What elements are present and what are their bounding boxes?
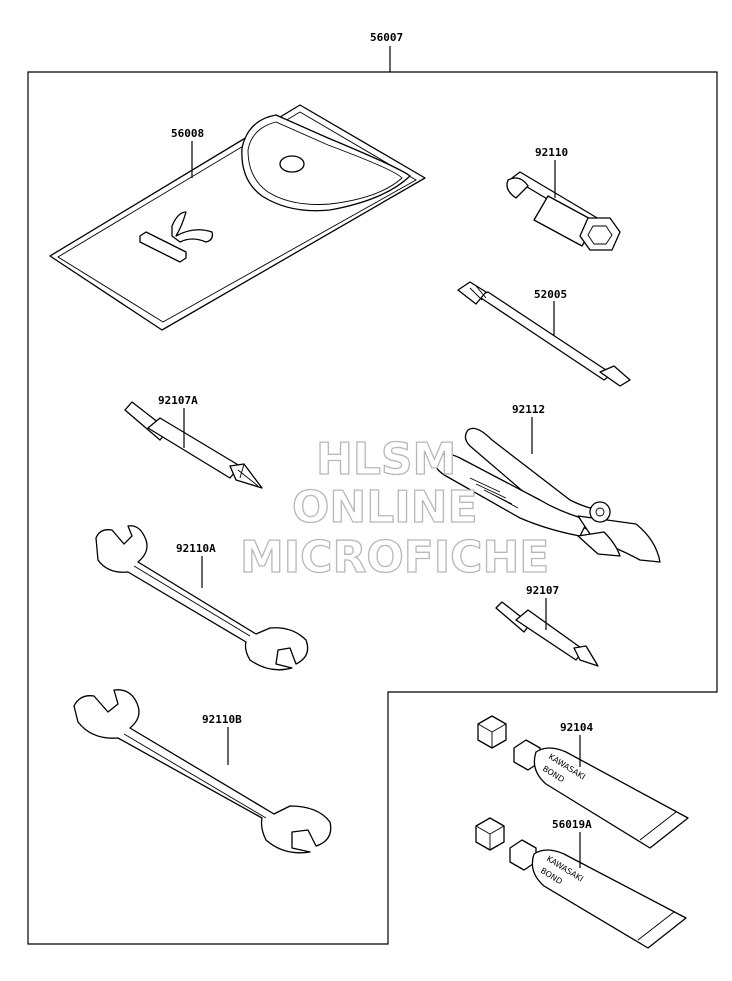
handle-bar[interactable]: 52005 <box>457 281 631 387</box>
tool-bag[interactable]: 56008 <box>49 104 426 331</box>
watermark-line3: MICROFICHE <box>240 532 549 583</box>
bond-1-label: 92104 <box>560 721 593 734</box>
screwdriver-a-label: 92107A <box>158 394 198 407</box>
assembly-frame: 56007 <box>27 31 718 945</box>
screwdriver[interactable]: 92107 <box>495 584 599 667</box>
plug-wrench-label: 92110 <box>535 146 568 159</box>
bond-2-label: 56019A <box>552 818 592 831</box>
watermark: HLSM ONLINE MICROFICHE <box>239 433 550 583</box>
bond-tube-2[interactable]: KAWASAKI BOND 56019A <box>475 817 687 949</box>
watermark-line2: ONLINE <box>292 482 478 533</box>
wrench-b[interactable]: 92110B <box>73 689 332 854</box>
wrench-b-label: 92110B <box>202 713 242 726</box>
wrench-a-label: 92110A <box>176 542 216 555</box>
assembly-label: 56007 <box>370 31 403 44</box>
pliers[interactable]: 92112 <box>434 403 661 563</box>
watermark-line1: HLSM <box>316 434 456 485</box>
wrench-a[interactable]: 92110A <box>95 525 309 671</box>
kawasaki-logo <box>139 211 214 263</box>
bond-tube-1[interactable]: KAWASAKI BOND 92104 <box>477 715 689 849</box>
tool-bag-label: 56008 <box>171 127 204 140</box>
screwdriver-label: 92107 <box>526 584 559 597</box>
screwdriver-a[interactable]: 92107A <box>124 394 263 489</box>
handle-bar-label: 52005 <box>534 288 567 301</box>
plug-wrench[interactable]: 92110 <box>506 146 621 251</box>
pliers-label: 92112 <box>512 403 545 416</box>
